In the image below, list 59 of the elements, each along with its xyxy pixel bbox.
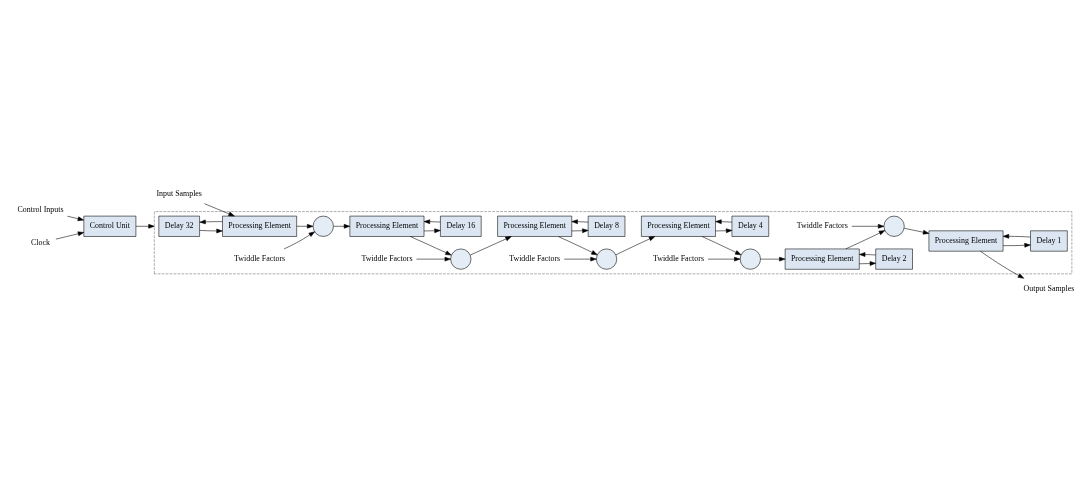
node-text: Twiddle Factors bbox=[234, 253, 286, 263]
arrow bbox=[470, 235, 512, 255]
arrow bbox=[67, 215, 84, 221]
node-text: Input Samples bbox=[156, 188, 202, 198]
node-text: Twiddle Factors bbox=[361, 253, 413, 263]
arrow bbox=[715, 218, 733, 224]
node-box: Delay 8 bbox=[587, 215, 626, 237]
arrow bbox=[859, 260, 876, 266]
node-circle bbox=[739, 248, 761, 270]
arrow bbox=[204, 202, 235, 216]
arrow bbox=[423, 228, 441, 233]
node-box: Delay 1 bbox=[1030, 230, 1068, 251]
arrow bbox=[199, 228, 223, 233]
arrow bbox=[558, 235, 598, 255]
node-text: Output Samples bbox=[1023, 283, 1075, 293]
arrow bbox=[851, 223, 885, 229]
node-text: Twiddle Factors bbox=[796, 220, 848, 230]
arrow bbox=[571, 218, 589, 224]
node-box: Processing Element bbox=[784, 248, 860, 270]
arrow bbox=[715, 227, 733, 233]
node-box: Processing Element bbox=[222, 215, 297, 237]
node-box: Control Unit bbox=[83, 215, 137, 237]
arrow bbox=[135, 223, 155, 229]
node-box: Delay 4 bbox=[731, 215, 770, 237]
node-text: Clock bbox=[31, 237, 50, 247]
node-box: Processing Element bbox=[641, 215, 716, 237]
arrow bbox=[55, 231, 85, 239]
arrow bbox=[423, 218, 441, 224]
node-text: Twiddle Factors bbox=[652, 253, 704, 263]
arrow bbox=[1002, 242, 1031, 248]
arrow bbox=[199, 219, 223, 224]
arrow bbox=[845, 229, 886, 249]
node-box: Delay 32 bbox=[158, 215, 200, 237]
arrow bbox=[283, 230, 315, 249]
node-box: Delay 2 bbox=[875, 248, 913, 270]
arrow bbox=[333, 223, 351, 229]
arrow bbox=[903, 227, 930, 234]
arrow bbox=[701, 235, 742, 255]
node-circle bbox=[312, 215, 334, 237]
node-circle bbox=[883, 215, 905, 237]
arrow bbox=[416, 256, 451, 261]
arrow bbox=[571, 227, 589, 233]
arrow bbox=[760, 256, 786, 261]
node-text: Control Inputs bbox=[17, 204, 64, 214]
arrow bbox=[410, 235, 452, 255]
node-text: Twiddle Factors bbox=[509, 253, 561, 263]
node-circle bbox=[450, 248, 472, 270]
arrow bbox=[707, 256, 741, 261]
arrow bbox=[615, 235, 656, 255]
arrow bbox=[980, 250, 1025, 279]
node-box: Processing Element bbox=[349, 215, 425, 237]
arrow bbox=[859, 251, 876, 257]
node-box: Processing Element bbox=[928, 230, 1004, 251]
arrow bbox=[563, 256, 597, 261]
arrow bbox=[296, 223, 314, 229]
node-box: Delay 16 bbox=[440, 215, 482, 237]
arrow bbox=[1002, 233, 1031, 239]
node-box: Processing Element bbox=[497, 215, 573, 237]
node-circle bbox=[596, 248, 618, 270]
